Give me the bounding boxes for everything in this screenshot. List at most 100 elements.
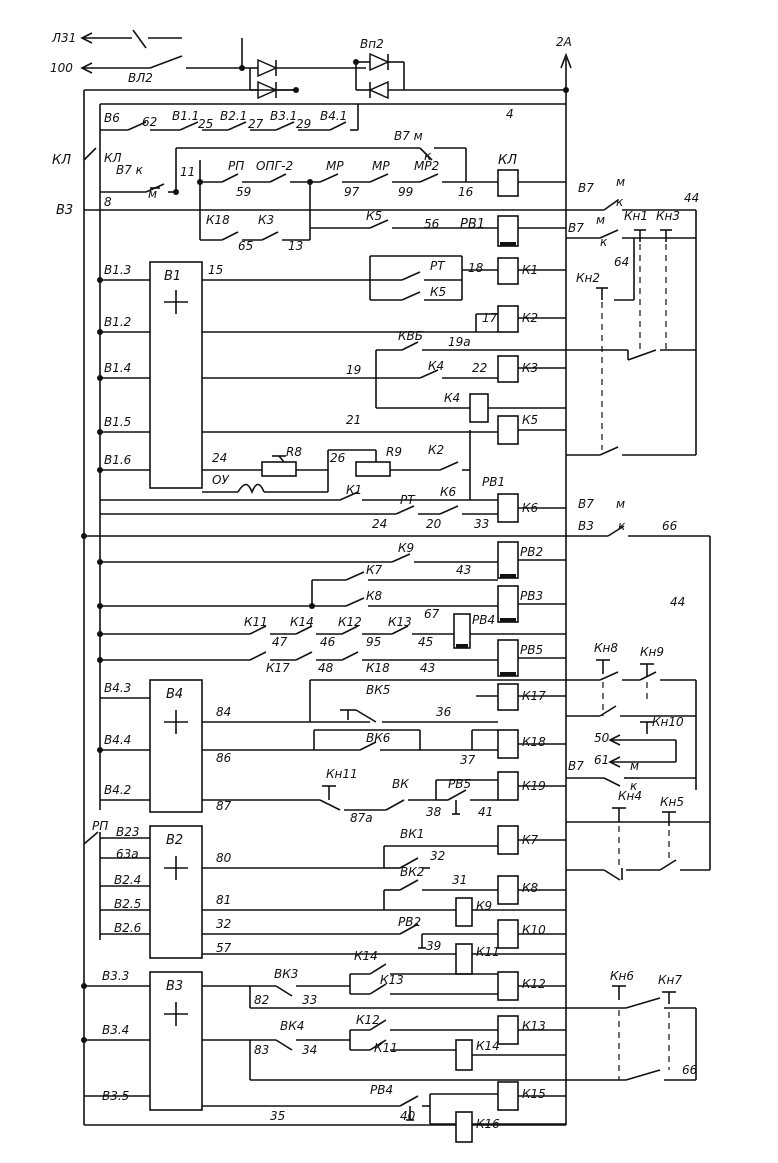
label-l31: Л31 xyxy=(51,31,76,45)
label-kn1: Кн1 xyxy=(624,209,648,223)
coil-rv3-label: РВ3 xyxy=(520,589,543,603)
label-33: 33 xyxy=(474,517,489,531)
label-b3-3: В3 xyxy=(578,519,594,533)
label-kn3: Кн3 xyxy=(656,209,680,223)
label-k14-b3: К14 xyxy=(354,949,378,963)
coil-rv5-label: РВ5 xyxy=(520,643,543,657)
label-kl: КЛ xyxy=(52,153,71,168)
label-k5-b1: К5 xyxy=(430,285,446,299)
label-vk2: ВК2 xyxy=(400,865,424,879)
label-m-2: м xyxy=(596,213,605,227)
label-m-b4: м xyxy=(630,759,639,773)
label-b1-1: В1.1 xyxy=(172,109,199,123)
label-27: 27 xyxy=(248,117,264,131)
label-kvb: КВБ xyxy=(398,329,423,343)
block-b4: В4 В4.3 В4.4 В4.2 84 ВК5 36 К17 86 ВК6 3… xyxy=(97,641,710,881)
label-vk3: ВК3 xyxy=(274,967,298,981)
label-11: 11 xyxy=(180,165,195,179)
label-k18: К18 xyxy=(206,213,230,227)
label-k11: К11 xyxy=(244,615,268,629)
label-b3-4: В3.4 xyxy=(102,1023,129,1037)
label-k5: К5 xyxy=(366,209,382,223)
label-44b: 44 xyxy=(670,595,685,609)
label-m-1: м xyxy=(616,175,625,189)
label-b2-1: В2.1 xyxy=(220,109,247,123)
label-k1-b1: К1 xyxy=(346,483,362,497)
label-61: 61 xyxy=(594,753,609,767)
label-59: 59 xyxy=(236,185,251,199)
label-ou: ОУ xyxy=(212,473,229,487)
label-b1-6: В1.6 xyxy=(104,453,132,467)
left-buses: КЛ КЛ В3 8 xyxy=(52,89,566,1126)
label-81: 81 xyxy=(216,893,231,907)
row-kl-coil: В7 м к В7 к м 11 РП ОПГ-2 МР МР МР2 59 9… xyxy=(100,129,566,253)
label-rv5: РВ5 xyxy=(448,777,471,791)
coil-k10-label: К10 xyxy=(522,923,546,937)
label-34: 34 xyxy=(302,1043,317,1057)
label-40: 40 xyxy=(400,1109,416,1123)
label-b63a: 63а xyxy=(116,847,139,861)
label-kn7: Кн7 xyxy=(658,973,682,987)
label-kn6: Кн6 xyxy=(610,969,634,983)
coil-k7-label: К7 xyxy=(522,833,539,847)
label-k-3: к xyxy=(618,519,626,533)
label-87: 87 xyxy=(216,799,232,813)
coil-k15-label: К15 xyxy=(522,1087,546,1101)
label-22: 22 xyxy=(472,361,487,375)
label-47: 47 xyxy=(272,635,288,649)
right-side-top: В7 м к 44 В7 м к Кн1 Кн3 64 Кн2 xyxy=(566,175,699,456)
label-39: 39 xyxy=(426,939,441,953)
label-32b: 32 xyxy=(216,917,231,931)
coil-k8-label: К8 xyxy=(522,881,539,895)
b1-title: В1 xyxy=(164,269,181,284)
coil-k9-label: К9 xyxy=(476,899,492,913)
coil-k12-label: К12 xyxy=(522,977,546,991)
label-56: 56 xyxy=(424,217,440,231)
label-18: 18 xyxy=(468,261,484,275)
label-k17: К17 xyxy=(266,661,290,675)
coil-k5-label: К5 xyxy=(522,413,538,427)
label-44: 44 xyxy=(684,191,699,205)
coil-k17-label: К17 xyxy=(522,689,546,703)
coil-k18-label: К18 xyxy=(522,735,546,749)
label-k7: К7 xyxy=(366,563,383,577)
label-38: 38 xyxy=(426,805,442,819)
label-k13-b3: К13 xyxy=(380,973,404,987)
label-k13: К13 xyxy=(388,615,412,629)
label-87a: 87а xyxy=(350,811,373,825)
label-rv2-contact: РВ2 xyxy=(398,915,421,929)
label-31: 31 xyxy=(452,873,467,887)
label-vk6: ВК6 xyxy=(366,731,391,745)
label-32: 32 xyxy=(430,849,445,863)
coil-rv4-label: РВ4 xyxy=(472,613,495,627)
label-57: 57 xyxy=(216,941,232,955)
label-b7m-top: В7 м xyxy=(394,129,423,143)
label-opg2: ОПГ-2 xyxy=(256,159,293,173)
label-rv4-contact: РВ4 xyxy=(370,1083,393,1097)
coil-k13-label: К13 xyxy=(522,1019,546,1033)
label-82: 82 xyxy=(254,993,269,1007)
label-24: 24 xyxy=(212,451,227,465)
label-67: 67 xyxy=(424,607,440,621)
block-b3: В3 В3.3 В3.4 В3.5 ВК3 82 33 К14 К13 К12 … xyxy=(81,949,698,1143)
label-83: 83 xyxy=(254,1043,269,1057)
label-b7-1: В7 xyxy=(578,181,594,195)
label-b7-2: В7 xyxy=(568,221,584,235)
label-b3-3: В3.3 xyxy=(102,969,129,983)
label-37: 37 xyxy=(460,753,476,767)
coil-k3-label: К3 xyxy=(522,361,538,375)
label-m-3: м xyxy=(616,497,625,511)
label-bus-2a: 2А xyxy=(556,35,572,49)
coil-k1-label: К1 xyxy=(522,263,538,277)
label-65: 65 xyxy=(238,239,253,253)
label-24b: 24 xyxy=(372,517,387,531)
label-wire-8: 8 xyxy=(104,195,112,209)
label-kn10: Кн10 xyxy=(652,715,684,729)
label-kn2: Кн2 xyxy=(576,271,600,285)
block-b1: В1 В1.3 В1.2 В1.4 В1.5 В1.6 15 18 РТ К5 … xyxy=(97,255,628,531)
label-mr-1: МР xyxy=(326,159,344,173)
coil-k19-label: К19 xyxy=(522,779,546,793)
label-99: 99 xyxy=(398,185,413,199)
label-k12-b3: К12 xyxy=(356,1013,380,1027)
label-m-low: м xyxy=(148,187,157,201)
